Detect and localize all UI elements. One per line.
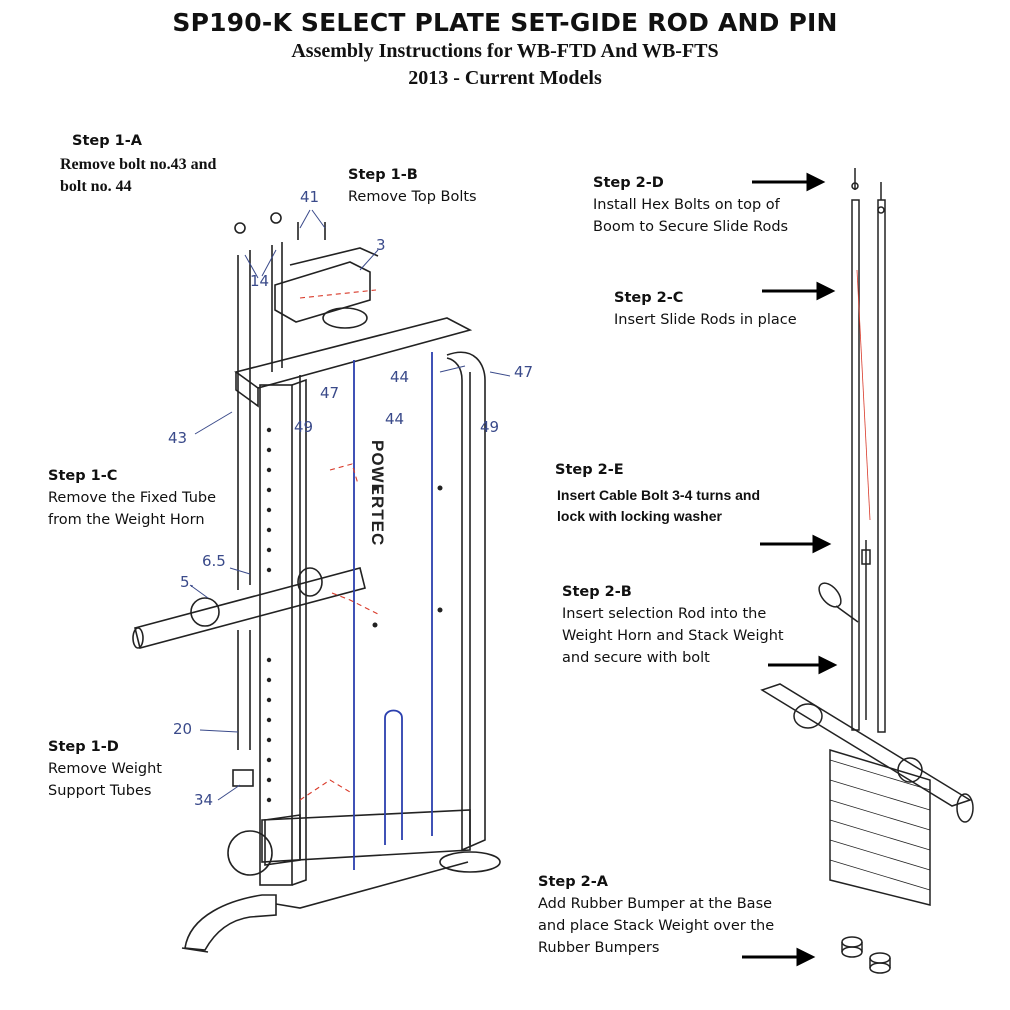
part-number-43: 43 [168, 429, 188, 447]
step-2a-line2: and place Stack Weight over the [538, 918, 775, 934]
step-1a-line1: Remove bolt no.43 and [60, 156, 217, 173]
step-2a-line1: Add Rubber Bumper at the Base [538, 896, 773, 912]
part-number-34: 34 [194, 791, 214, 809]
part-number-44-top: 44 [390, 368, 410, 386]
weight-support-tube [237, 630, 251, 750]
rubber-bumper [841, 936, 863, 948]
models-label: 2013 - Current Models [408, 67, 602, 89]
step-1b-line1: Remove Top Bolts [348, 189, 477, 205]
step-1b-heading: Step 1-B [348, 167, 418, 183]
step-2a: Step 2-A Add Rubber Bumper at the Base a… [538, 871, 774, 959]
step-2c-heading: Step 2-C [614, 290, 684, 306]
step-2a-line3: Rubber Bumpers [538, 940, 660, 956]
part-number-6-5: 6.5 [202, 552, 226, 570]
step-2b-line1: Insert selection Rod into the [562, 606, 767, 622]
bottom-frame [261, 809, 471, 863]
step-1c: Step 1-C Remove the Fixed Tube from the … [48, 465, 216, 531]
arrows [742, 172, 838, 967]
step-2c-line1: Insert Slide Rods in place [614, 312, 797, 328]
step-1d-line1: Remove Weight [48, 761, 162, 777]
step-1c-heading: Step 1-C [48, 468, 118, 484]
page-subtitle: Assembly Instructions for WB-FTD And WB-… [291, 40, 719, 62]
weight-stack [829, 748, 931, 906]
slide-rod-right [877, 199, 886, 733]
slide-rod-left [851, 199, 860, 731]
step-2d-line1: Install Hex Bolts on top of [593, 197, 780, 213]
front-upright [259, 384, 293, 886]
step-2e-heading: Step 2-E [555, 462, 624, 478]
step-1c-line1: Remove the Fixed Tube [48, 490, 217, 506]
part-number-49-left: 49 [294, 418, 314, 436]
step-1d-heading: Step 1-D [48, 739, 119, 755]
front-foot-left [184, 894, 277, 951]
step-1a-heading: Step 1-A [72, 133, 142, 149]
step-2d: Step 2-D Install Hex Bolts on top of Boo… [593, 172, 788, 238]
step-2b-line2: Weight Horn and Stack Weight [562, 628, 784, 644]
step-2d-heading: Step 2-D [593, 175, 664, 191]
part-number-3: 3 [376, 236, 386, 254]
part-number-49-right: 49 [480, 418, 500, 436]
top-pulley [322, 307, 368, 329]
weight-horn [134, 567, 366, 649]
step-1c-line2: from the Weight Horn [48, 512, 205, 528]
step-2a-heading: Step 2-A [538, 874, 608, 890]
rear-foot-right [439, 851, 501, 873]
part-number-47-left: 47 [320, 384, 340, 402]
step-1d-line2: Support Tubes [48, 783, 152, 799]
step-2d-line2: Boom to Secure Slide Rods [593, 219, 789, 235]
step-1a: Step 1-A [72, 130, 142, 152]
step-1b: Step 1-B Remove Top Bolts [348, 164, 477, 208]
step-1d: Step 1-D Remove Weight Support Tubes [48, 736, 162, 802]
page-title: SP190-K SELECT PLATE SET-GIDE ROD AND PI… [172, 8, 838, 37]
powertec-logo: POWERTEC [368, 440, 387, 546]
step-2b: Step 2-B Insert selection Rod into the W… [562, 581, 784, 669]
step-1a-line2: bolt no. 44 [60, 178, 132, 195]
part-number-14: 14 [250, 272, 270, 290]
step-2b-line3: and secure with bolt [562, 650, 710, 666]
part-number-5: 5. [180, 573, 195, 591]
top-crossbar [234, 317, 473, 389]
top-boom [274, 261, 371, 323]
step-2e-text: Insert Cable Bolt 3-4 turns and lock wit… [557, 485, 760, 527]
step-2e: Step 2-E [555, 459, 624, 481]
step-2e-line2: lock with locking washer [557, 508, 722, 524]
step-2c: Step 2-C Insert Slide Rods in place [614, 287, 797, 331]
part-number-41: 41 [300, 188, 320, 206]
part-number-44-bottom: 44 [385, 410, 405, 428]
step-1a-text: Remove bolt no.43 and bolt no. 44 [60, 154, 216, 198]
rear-upright [446, 351, 486, 852]
part-number-47-right: 47 [514, 363, 534, 381]
step-2b-heading: Step 2-B [562, 584, 632, 600]
step-2e-line1: Insert Cable Bolt 3-4 turns and [557, 487, 761, 503]
part-number-20: 20 [173, 720, 193, 738]
